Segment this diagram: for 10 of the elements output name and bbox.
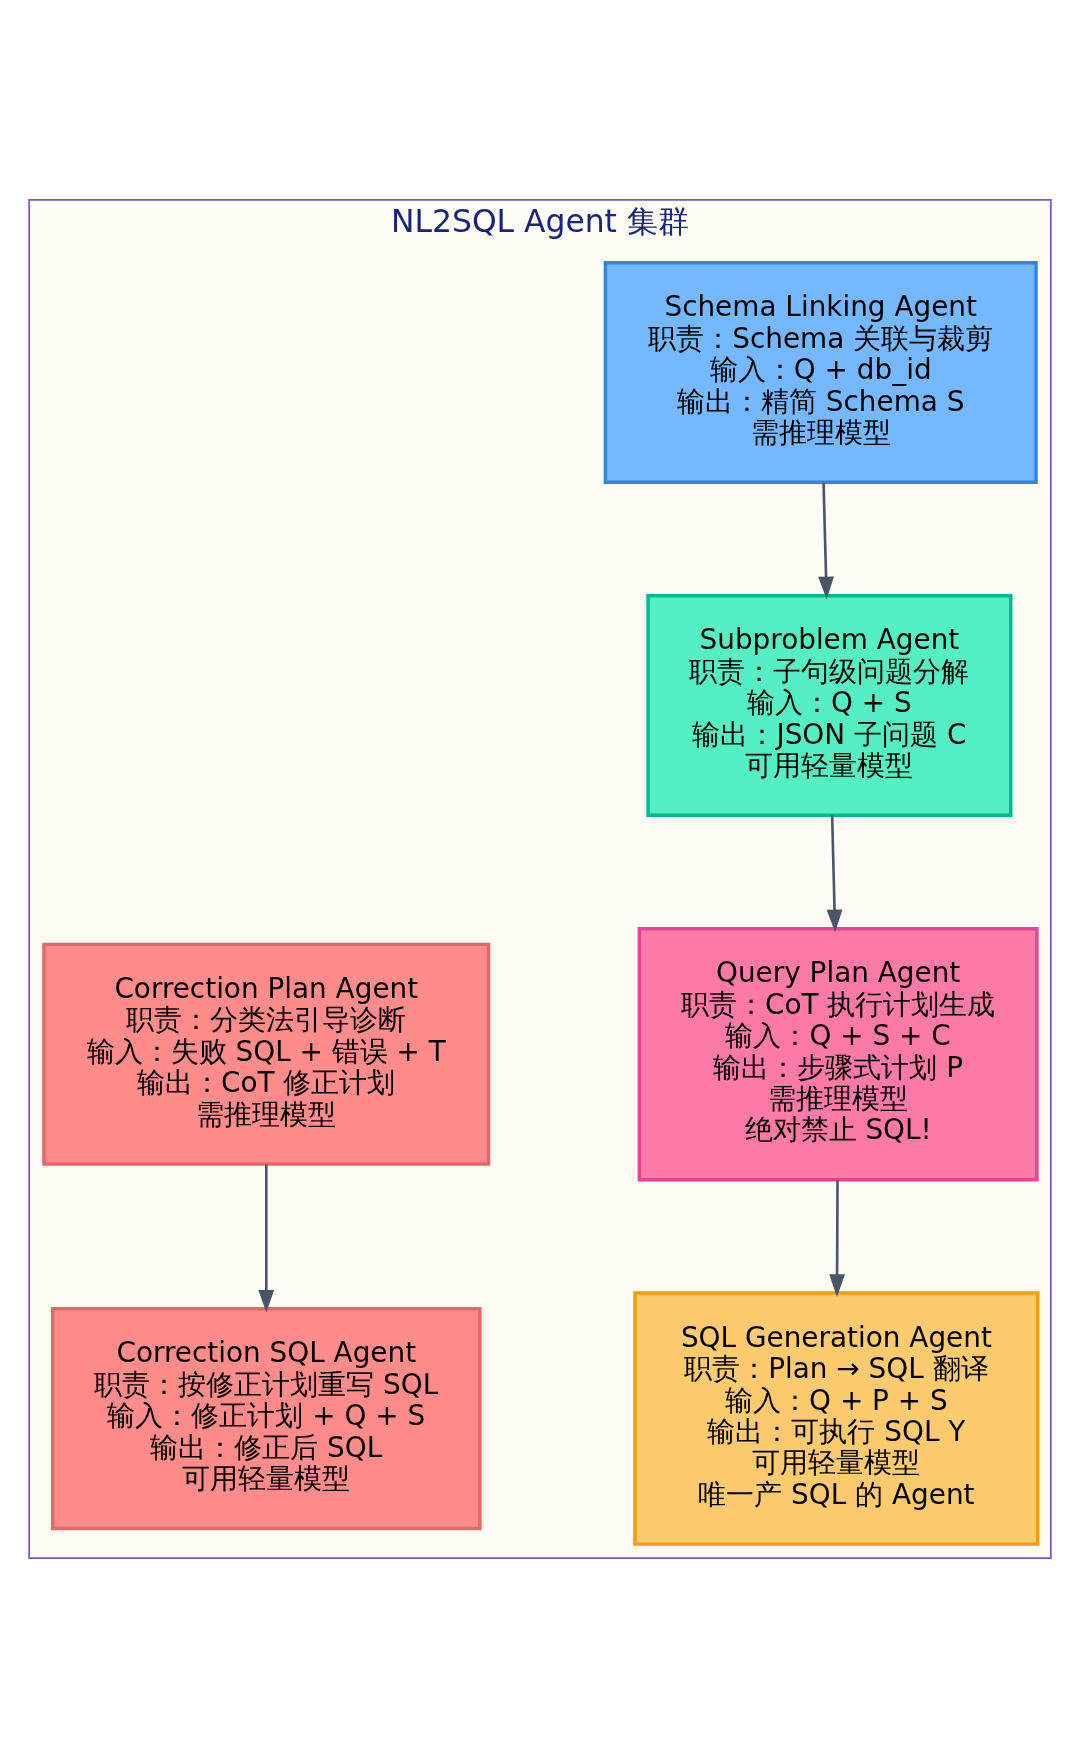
node-box: SQL Generation Agent 职责：Plan → SQL 翻译 输入：Q + P + S 输出：可执行 SQL Y 可用轻量模型 唯一产 SQL 的 Agent	[633, 1290, 1040, 1546]
node-box: Query Plan Agent 职责：CoT 执行计划生成 输入：Q + S + C 输出：步骤式计划 P 需推理模型 绝对禁止 SQL!	[637, 926, 1039, 1181]
arrow	[826, 815, 843, 932]
node-box: Subproblem Agent 职责：子句级问题分解 输入：Q + S 输出：JSON 子问题 C 可用轻量模型	[646, 593, 1013, 817]
node-box: Schema Linking Agent 职责：Schema 关联与裁剪 输入：Q + db_id 输出：精简 Schema S 需推理模型	[603, 260, 1038, 484]
node-box: Correction Plan Agent 职责：分类法引导诊断 输入：失败 SQL + 错误 + T 输出：CoT 修正计划 需推理模型	[42, 942, 491, 1166]
arrow	[258, 1163, 275, 1313]
node-box: Correction SQL Agent 职责：按修正计划重写 SQL 输入：修正计划 + Q + S 输出：修正后 SQL 可用轻量模型	[50, 1306, 482, 1530]
arrow	[818, 482, 834, 599]
arrow	[829, 1179, 846, 1297]
